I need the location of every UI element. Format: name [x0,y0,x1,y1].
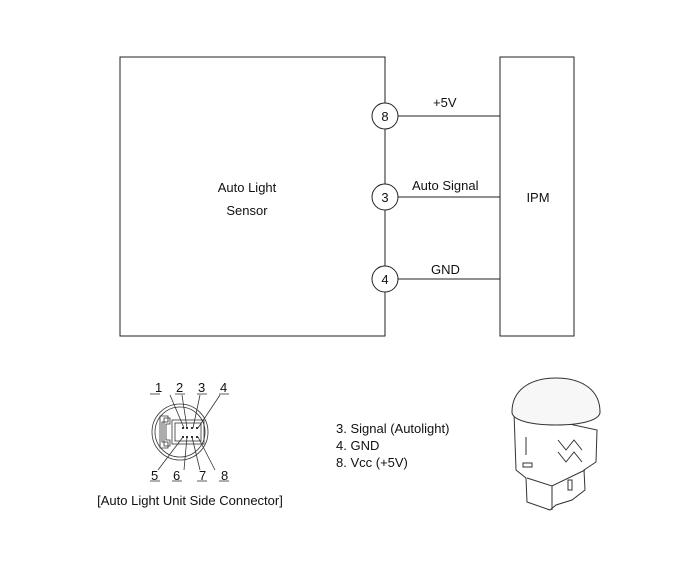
legend-item-gnd: 4. GND [336,438,379,453]
connector-pin-8: 8 [221,468,228,483]
connector-pin-3: 3 [198,380,205,395]
pin-number-labels: 8 3 4 [381,109,388,287]
pin-circle-3 [371,183,399,211]
signal-label-5v: +5V [433,95,457,110]
sensor-label-line2: Sensor [226,203,268,218]
connector-pin-1: 1 [155,380,162,395]
pin-number-8: 8 [381,109,388,124]
pin-circle-4 [371,265,399,293]
connector-pin-7: 7 [199,468,206,483]
sensor-label-line1: Auto Light [218,180,277,195]
legend-item-signal: 3. Signal (Autolight) [336,421,449,436]
connector-pin-4: 4 [220,380,227,395]
connector-pin-5: 5 [151,468,158,483]
signal-label-auto: Auto Signal [412,178,479,193]
connector-pin-6: 6 [173,468,180,483]
connector-caption: [Auto Light Unit Side Connector] [97,493,283,508]
connector-face-icon [150,393,229,482]
pin-number-3: 3 [381,190,388,205]
ipm-label: IPM [526,190,549,205]
signal-label-gnd: GND [431,262,460,277]
pin-circle-8 [371,102,399,130]
sensor-box [119,56,386,337]
pin-number-4: 4 [381,272,388,287]
connector-pin-2: 2 [176,380,183,395]
legend-item-vcc: 8. Vcc (+5V) [336,455,408,470]
sensor-part-icon [511,377,601,511]
